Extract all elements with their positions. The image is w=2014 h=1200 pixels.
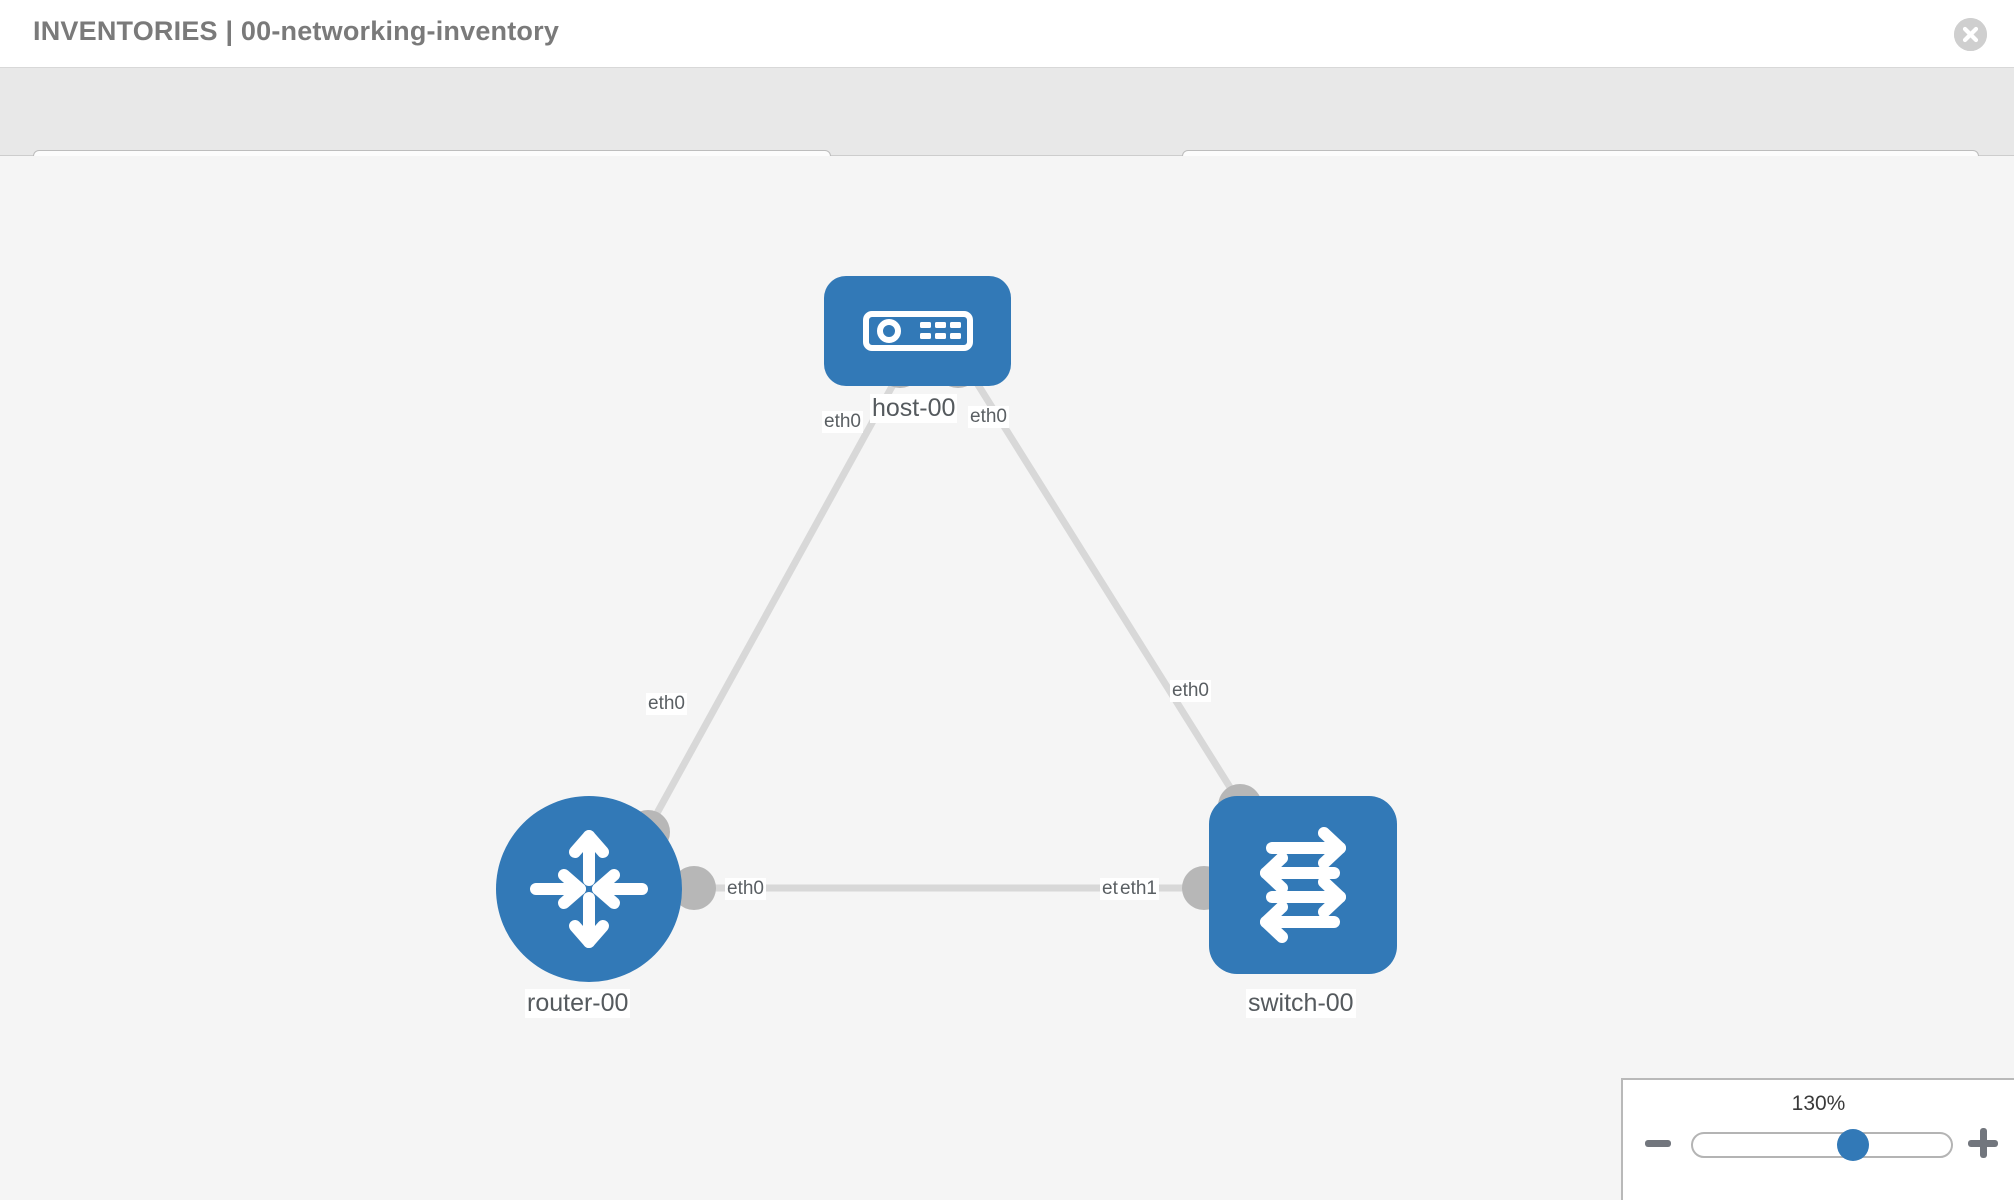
port-router-right [672,866,716,910]
zoom-slider-row [1623,1128,2014,1168]
toolbar: ACTIONS SEARCH [0,68,2014,203]
link-label-router-right: eth0 [725,878,766,900]
link-label-host-left: eth0 [822,411,863,433]
zoom-in-button[interactable] [1968,1128,1998,1158]
link-label-switch-left: eth1 [1118,878,1159,900]
node-router-00-label: router-00 [525,989,631,1018]
topology-endpoints [626,344,1262,910]
node-router-00-shape[interactable] [496,796,682,982]
zoom-slider-track[interactable] [1691,1129,1953,1161]
zoom-out-button[interactable] [1645,1140,1671,1147]
server-icon [862,311,973,351]
node-switch-00-label: switch-00 [1246,989,1356,1018]
link-label-router-up: eth0 [646,693,687,715]
router-arrows-icon [530,830,648,948]
link-label-host-right: eth0 [968,406,1009,428]
zoom-slider-handle[interactable] [1836,1129,1869,1161]
link-host-router [636,370,904,846]
zoom-control-panel: 130% [1621,1078,2014,1200]
node-switch-00-shape[interactable] [1209,796,1397,974]
node-host-00-shape[interactable] [824,276,1011,386]
link-label-switch-up: eth0 [1170,680,1211,702]
close-icon[interactable] [1954,18,1987,51]
zoom-level-value: 130% [1791,1092,1846,1115]
node-host-00-label: host-00 [870,394,958,423]
topology-canvas[interactable]: host-00 router-00 [0,156,2014,1200]
switch-arrows-icon [1260,827,1346,943]
link-host-switch [967,370,1251,818]
page-title: INVENTORIES | 00-networking-inventory [33,16,560,46]
topology-links [636,370,1251,892]
page-header: INVENTORIES | 00-networking-inventory [0,0,2014,68]
